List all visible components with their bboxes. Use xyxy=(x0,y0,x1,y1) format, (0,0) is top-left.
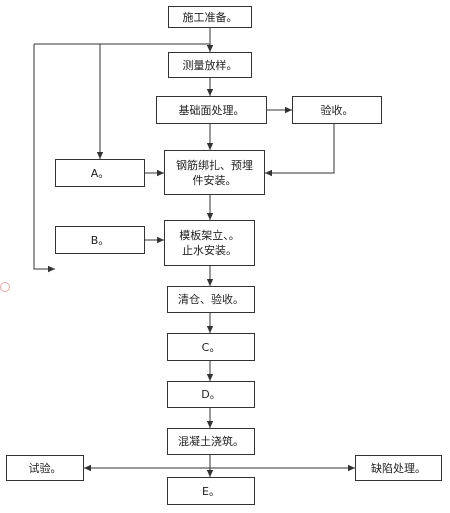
node-d: D。 xyxy=(167,381,255,408)
node-clean: 清仓、验收。 xyxy=(167,286,255,313)
node-b: B。 xyxy=(55,226,145,254)
node-base-label: 基础面处理。 xyxy=(178,103,245,117)
node-test-label: 试验。 xyxy=(28,461,62,475)
node-prep-label: 施工准备。 xyxy=(182,10,238,24)
node-b-label: B。 xyxy=(90,233,110,247)
node-defect: 缺陷处理。 xyxy=(355,455,442,481)
node-accept1-label: 验收。 xyxy=(320,103,354,117)
node-pour-label: 混凝土浇筑。 xyxy=(178,435,244,448)
arrow-feed-b xyxy=(33,44,55,273)
node-prep: 施工准备。 xyxy=(168,6,252,28)
node-base: 基础面处理。 xyxy=(156,96,267,124)
node-defect-label: 缺陷处理。 xyxy=(371,461,426,475)
node-accept1: 验收。 xyxy=(292,96,382,124)
node-c-label: C。 xyxy=(201,340,221,354)
node-rebar-label: 钢筋绑扎、预埋 件安装。 xyxy=(176,158,253,187)
node-test: 试验。 xyxy=(6,455,84,481)
decoration-circle xyxy=(0,282,10,292)
arrow-accept-rebar xyxy=(265,124,335,177)
node-formwork: 模板架立、。 止水安装。 xyxy=(164,220,255,266)
node-formwork-label: 模板架立、。 止水安装。 xyxy=(179,229,240,257)
node-rebar: 钢筋绑扎、预埋 件安装。 xyxy=(164,150,265,195)
node-c: C。 xyxy=(167,333,255,361)
node-a: A。 xyxy=(55,159,145,187)
node-e: E。 xyxy=(167,477,255,505)
node-survey-label: 测量放样。 xyxy=(182,58,238,72)
node-survey: 测量放样。 xyxy=(168,52,252,78)
node-d-label: D。 xyxy=(201,388,221,401)
node-pour: 混凝土浇筑。 xyxy=(167,428,255,455)
node-a-label: A。 xyxy=(90,166,110,180)
node-clean-label: 清仓、验收。 xyxy=(178,293,244,306)
node-e-label: E。 xyxy=(202,484,220,498)
